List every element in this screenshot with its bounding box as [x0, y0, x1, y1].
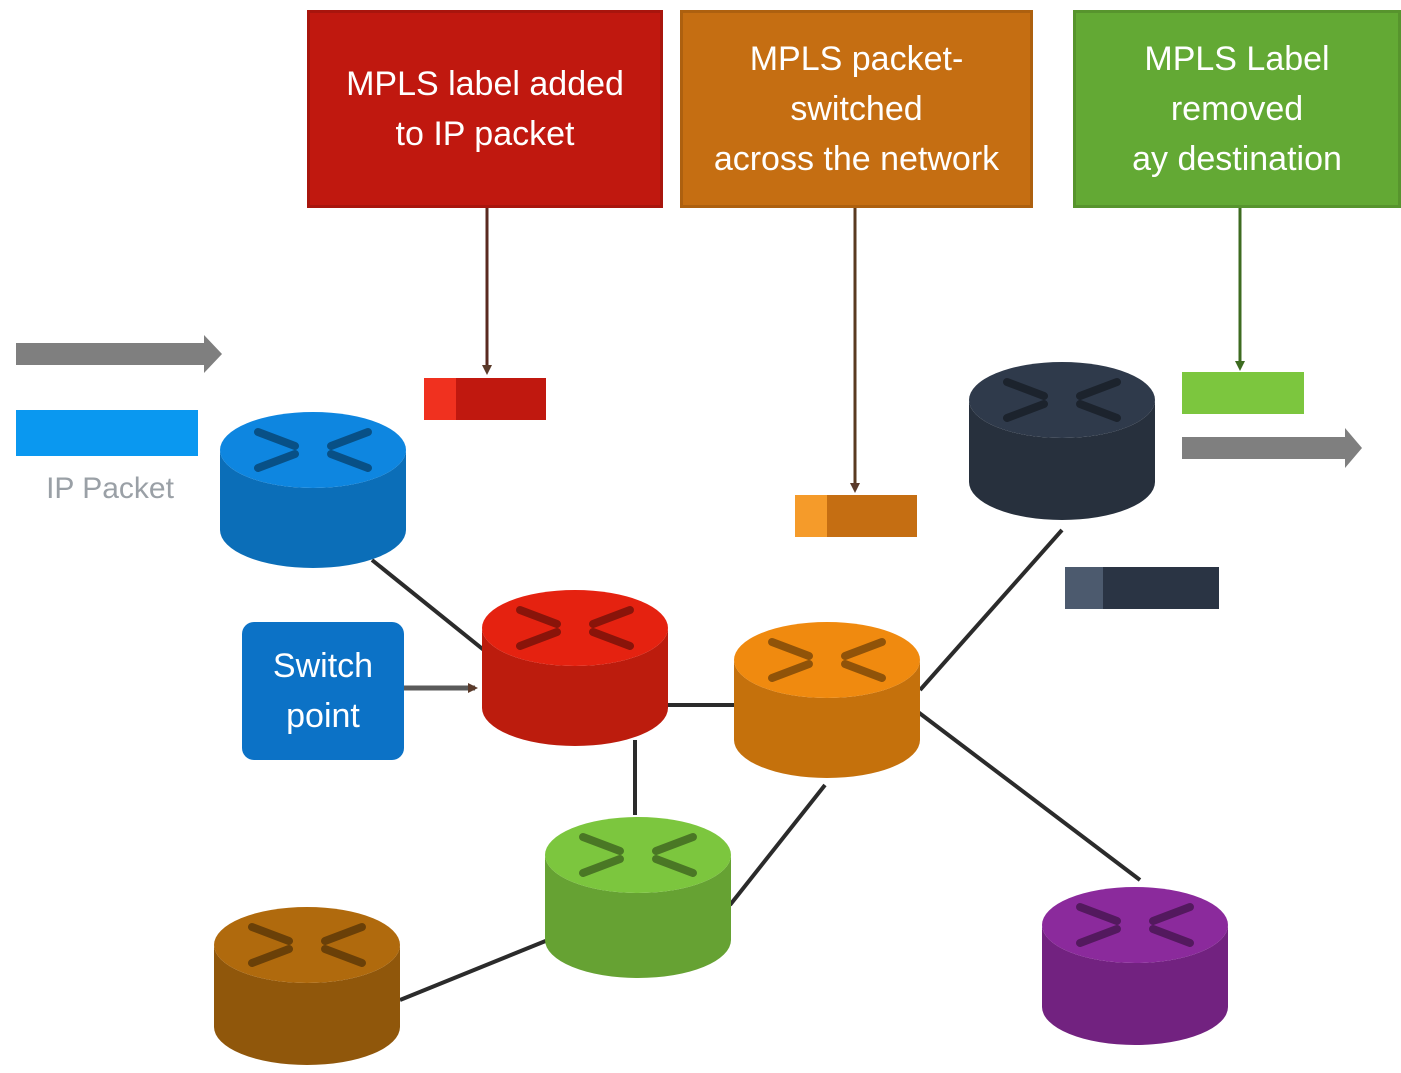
callout-label-added-line2: to IP packet: [395, 115, 575, 153]
link-orange-purple: [916, 710, 1142, 882]
callout-label-added-line1: MPLS label added: [346, 65, 624, 103]
red-router: [482, 590, 668, 746]
labeled-packet-orange: [795, 495, 917, 537]
ingress-router: [220, 412, 406, 568]
labeled-packet-red: [424, 378, 546, 420]
link-orange-egress: [918, 528, 1064, 692]
unlabeled-packet-green: [1182, 372, 1304, 414]
link-green-brown: [399, 938, 549, 1002]
brown-router: [214, 907, 400, 1065]
routers: [214, 362, 1228, 1065]
ip-packet-block: [16, 410, 198, 456]
router-arrows-icon: [1076, 903, 1194, 947]
egress-router: [969, 362, 1155, 520]
orange-router: [734, 622, 920, 778]
output-arrow: [1182, 428, 1362, 468]
purple-router: [1042, 887, 1228, 1045]
green-router: [545, 817, 731, 978]
callout-label-removed-line2: ay destination: [1132, 140, 1342, 178]
router-arrows-icon: [516, 606, 634, 650]
callout-packet-switched-line2: across the network: [713, 140, 1000, 178]
router-arrows-icon: [254, 428, 372, 472]
router-arrows-icon: [1003, 378, 1121, 422]
router-arrows-icon: [248, 923, 366, 967]
callout-label-added: MPLS label added to IP packet: [307, 10, 663, 208]
labeled-packet-dark: [1065, 567, 1219, 609]
switch-point-line2: point: [286, 697, 360, 735]
callout-packet-switched: MPLS packet-switched across the network: [680, 10, 1033, 208]
network-links: [370, 528, 1142, 1002]
link-ingress-red: [370, 558, 492, 657]
router-arrows-icon: [579, 833, 697, 877]
link-orange-green: [728, 783, 827, 907]
callout-label-removed: MPLS Label removed ay destination: [1073, 10, 1401, 208]
router-arrows-icon: [768, 638, 886, 682]
callout-label-removed-line1: MPLS Label removed: [1144, 40, 1330, 128]
input-arrow: [16, 335, 222, 373]
switch-point-line1: Switch: [272, 647, 374, 685]
callout-packet-switched-line1: MPLS packet-switched: [749, 40, 964, 128]
switch-point-box: Switch point: [242, 622, 404, 760]
ip-packet-label: IP Packet: [46, 472, 174, 505]
